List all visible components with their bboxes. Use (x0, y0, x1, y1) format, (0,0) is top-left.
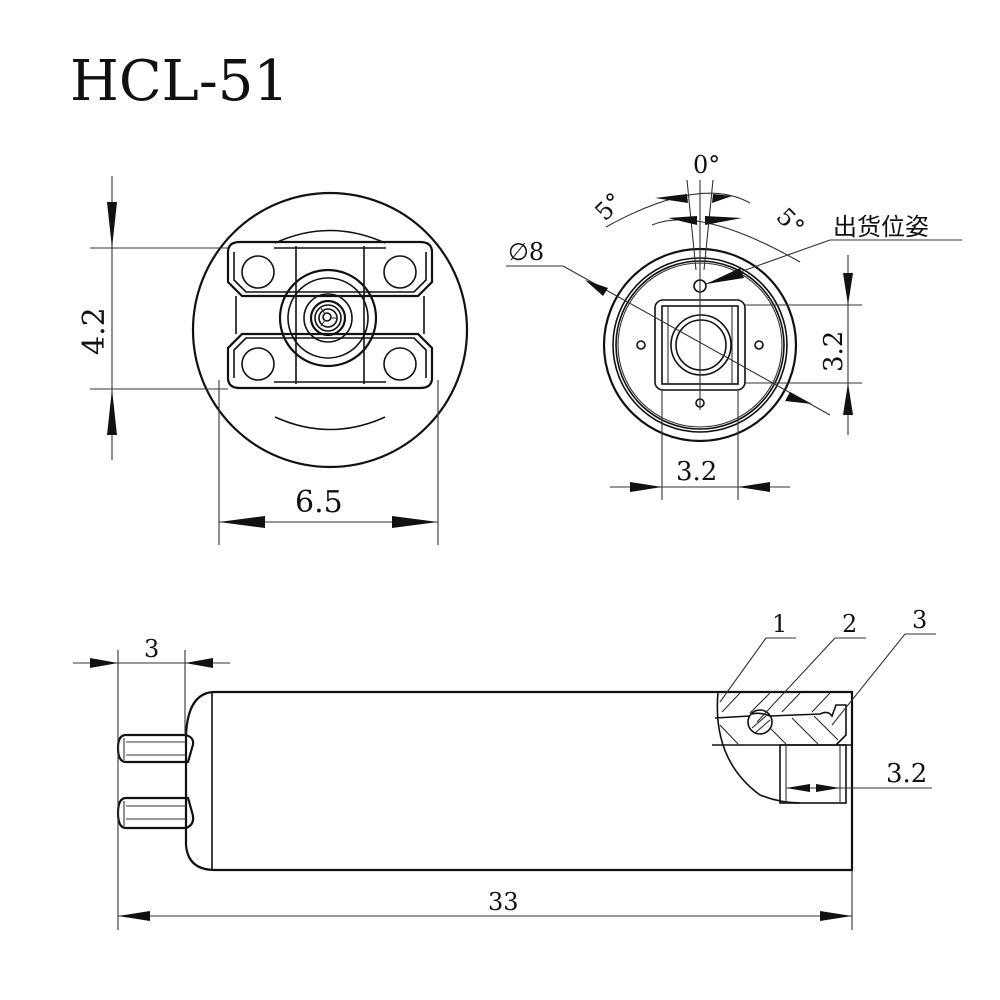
height-dimension-4-2: 4.2 (77, 307, 112, 355)
diameter-label: ∅8 (508, 238, 544, 266)
front-view: 4.2 6.5 (77, 176, 469, 545)
callout-1: 1 (772, 610, 787, 638)
shipping-position-label: 出货位姿 (833, 213, 929, 241)
total-length-dimension: 33 (488, 888, 519, 916)
angle-label-5-left: 5° (589, 187, 628, 226)
side-view: 3 33 (73, 606, 936, 930)
pin-top (116, 733, 195, 764)
angle-label-0: 0° (693, 151, 720, 179)
angle-label-5-right: 5° (771, 202, 810, 241)
end-view: 0° 5° 5° 出货位姿 ∅8 3.2 3.2 (506, 151, 962, 500)
square-height-dimension: 3.2 (819, 331, 849, 372)
width-dimension-6-5: 6.5 (295, 485, 343, 520)
square-width-dimension: 3.2 (676, 457, 717, 487)
pin-bottom (116, 796, 195, 830)
callout-3: 3 (912, 606, 927, 634)
section-detail: 1 2 3 3.2 (712, 606, 936, 804)
bore-dimension: 3.2 (886, 759, 927, 789)
callout-2: 2 (842, 610, 857, 638)
drawing-title: HCL-51 (70, 49, 289, 114)
pin-length-dimension: 3 (144, 635, 159, 663)
